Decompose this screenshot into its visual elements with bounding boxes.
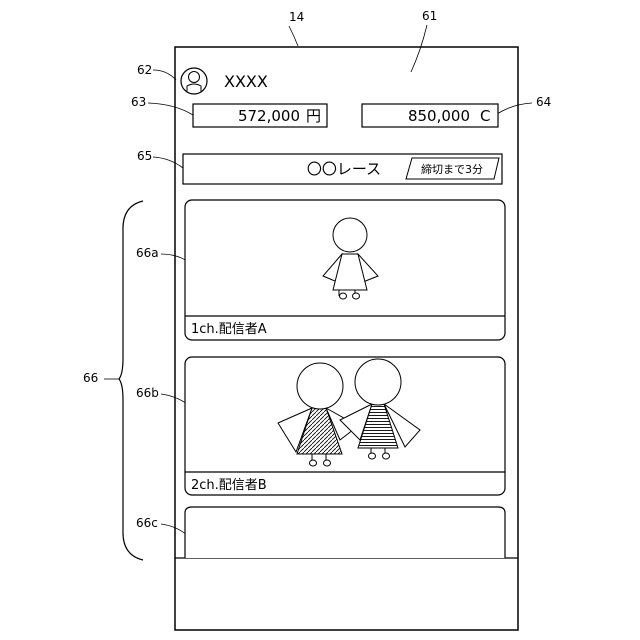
leader-avatar xyxy=(153,70,176,80)
ref-label-coin-box: 64 xyxy=(536,95,551,109)
username: XXXX xyxy=(224,72,268,91)
leader-screen xyxy=(411,25,427,72)
ref-label-device: 14 xyxy=(289,10,304,24)
leader-card-c xyxy=(161,524,187,535)
yen-balance-value: 572,000 xyxy=(238,107,300,125)
ref-label-yen-box: 63 xyxy=(131,95,146,109)
channel-card-b[interactable]: 2ch.配信者B xyxy=(185,357,505,495)
race-bar[interactable]: 〇〇レース 締切まで3分 xyxy=(183,154,502,184)
race-title: 〇〇レース xyxy=(307,160,381,178)
ref-label-screen: 61 xyxy=(422,9,437,23)
leader-device xyxy=(289,26,298,46)
coin-balance-value: 850,000 xyxy=(408,107,470,125)
leader-card-b xyxy=(161,394,187,404)
ref-label-card-a: 66a xyxy=(136,246,159,260)
ref-label-avatar: 62 xyxy=(137,63,152,77)
ref-label-race-bar: 65 xyxy=(137,149,152,163)
leader-coin-box xyxy=(497,103,532,114)
channel-card-c[interactable] xyxy=(185,507,505,558)
leader-race-bar xyxy=(153,157,183,168)
header: XXXX xyxy=(181,68,268,94)
channel-card-a[interactable]: 1ch.配信者A xyxy=(185,200,505,340)
coin-unit: C xyxy=(480,107,490,125)
ref-label-card-b: 66b xyxy=(136,386,159,400)
avatar[interactable] xyxy=(181,68,207,94)
channel-caption: 1ch.配信者A xyxy=(191,322,267,337)
deadline-badge: 締切まで3分 xyxy=(406,158,499,179)
yen-unit: 円 xyxy=(306,107,321,125)
leader-card-a xyxy=(161,254,187,261)
deadline-text: 締切まで3分 xyxy=(421,162,483,176)
leader-yen-box xyxy=(148,103,193,115)
coin-balance-box: 850,000 C xyxy=(362,104,498,127)
yen-balance-box: 572,000 円 xyxy=(193,104,327,127)
channel-caption: 2ch.配信者B xyxy=(191,478,267,493)
ref-label-card-c: 66c xyxy=(136,516,158,530)
ref-label-channel-list: 66 xyxy=(83,371,98,385)
